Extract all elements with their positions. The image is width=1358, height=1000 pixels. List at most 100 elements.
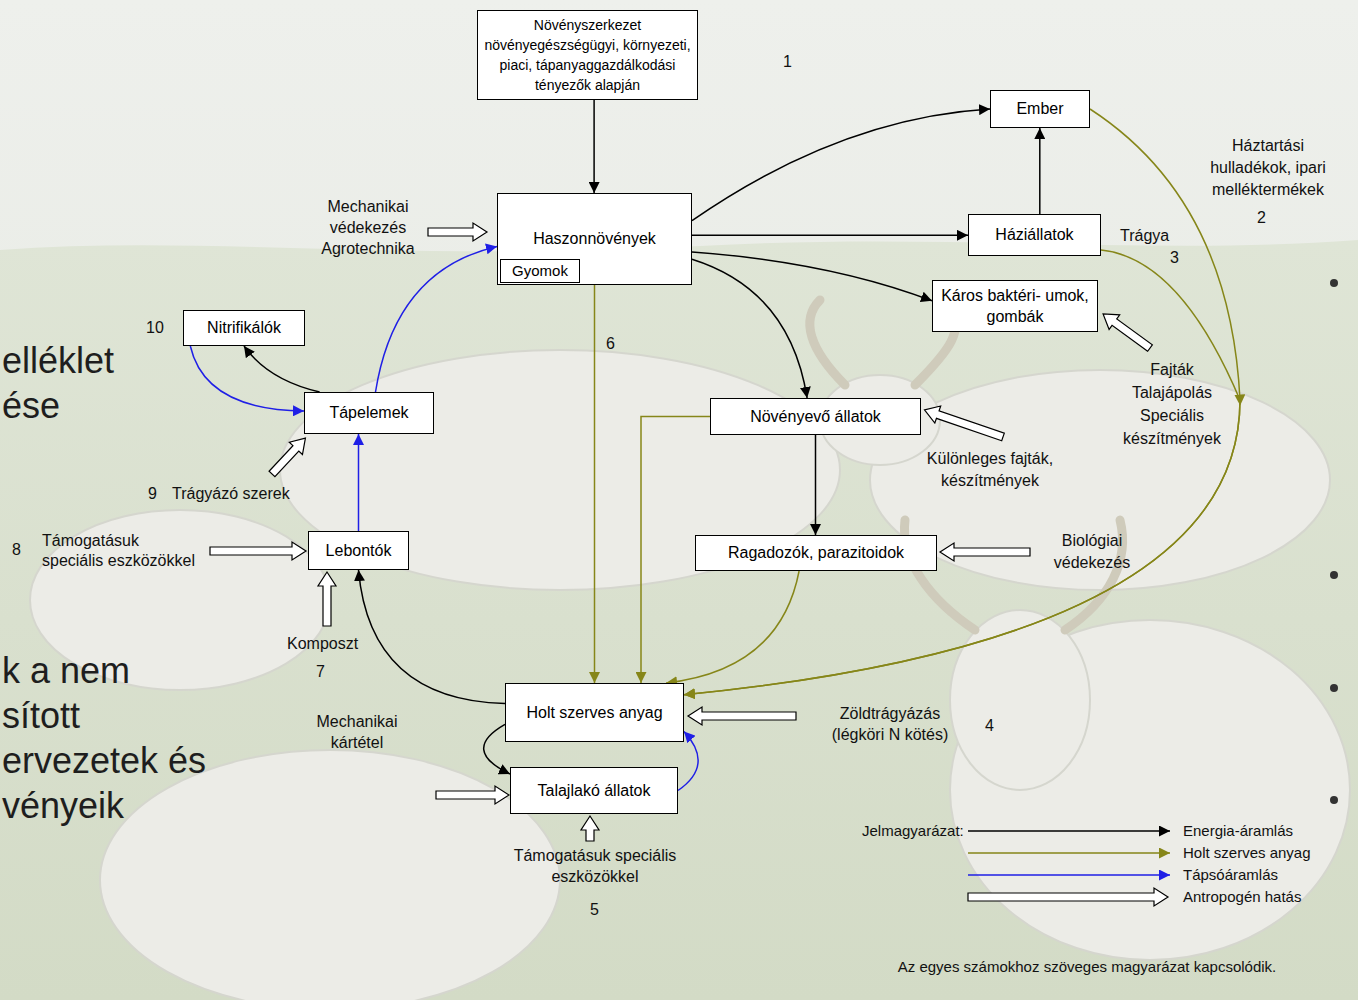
process-box: Talajlakó állatok	[510, 767, 678, 814]
annotation-label: Mechanikai védekezés Agrotechnika	[308, 196, 428, 259]
legend-hollow-arrow	[968, 888, 1168, 906]
legend-line	[968, 852, 1170, 854]
hollow-arrow	[318, 572, 336, 626]
hollow-arrow	[1098, 307, 1156, 356]
bullet-dot	[1330, 796, 1338, 804]
cow-body	[870, 370, 1330, 590]
node-text: Káros baktéri- umok, gombák	[941, 285, 1089, 327]
flow-arrow	[692, 259, 807, 398]
flow-arrow	[1039, 128, 1041, 214]
hollow-arrow	[922, 401, 1006, 445]
flow-arrow	[593, 100, 595, 193]
node-text: Háziállatok	[995, 225, 1073, 245]
inner-box: Gyomok	[500, 259, 580, 283]
hollow-arrow	[436, 786, 509, 804]
process-box: Nitrifikálók	[183, 310, 305, 346]
slide-text: k a nem	[2, 648, 130, 693]
node-text: Növényevő állatok	[750, 407, 881, 427]
cattle	[30, 350, 1350, 1000]
flow-arrow	[692, 235, 968, 237]
slide-text: ervezetek és	[2, 738, 206, 783]
hollow-arrow	[940, 543, 1030, 561]
horns	[810, 300, 1123, 630]
flow-arrow	[358, 434, 360, 531]
flow-arrow	[594, 285, 596, 683]
node-text: Gyomok	[512, 261, 568, 281]
node-text: Tápelemek	[329, 403, 408, 423]
annotation-label: Támogatásuk speciális eszközökkel	[485, 845, 705, 887]
hollow-arrow	[581, 816, 599, 841]
annotation-label: Biológiai védekezés	[1042, 530, 1142, 574]
callout-number: 7	[316, 662, 325, 682]
legend-title: Jelmagyarázat:	[862, 822, 964, 841]
callout-number: 2	[1257, 208, 1266, 228]
callout-number: 3	[1170, 248, 1179, 268]
callout-number: 4	[985, 716, 994, 736]
hollow-arrow	[265, 432, 312, 480]
callout-number: 8	[12, 540, 21, 560]
bullet-dot	[1330, 684, 1338, 692]
bullet-dot	[1330, 571, 1338, 579]
annotation-label: Zöldtrágyázás (légköri N kötés)	[815, 703, 965, 745]
callout-number: 5	[590, 900, 599, 920]
process-box: Lebontók	[308, 531, 409, 570]
annotation-label: Háztartási hulladékok, ipari melléktermé…	[1193, 135, 1343, 201]
legend-text: Tápsóáramlás	[1183, 866, 1278, 884]
annotation-label: Fajták Talajápolás Speciális készítménye…	[1114, 358, 1230, 450]
node-text: Holt szerves anyag	[526, 703, 662, 723]
slide-text: sított	[2, 693, 80, 738]
slide-text: ése	[2, 383, 60, 428]
flow-arrow	[190, 346, 304, 411]
annotation-label: Trágyázó szerek	[172, 484, 290, 504]
process-box: Holt szerves anyag	[505, 683, 684, 742]
node-text: Nitrifikálók	[207, 318, 281, 338]
callout-number: 1	[783, 52, 792, 72]
flow-arrow	[684, 109, 1240, 695]
legend-text: Energia-áramlás	[1183, 822, 1293, 840]
annotation-label: Különleges fajták, készítmények	[915, 448, 1065, 492]
process-box: Háziállatok	[968, 214, 1101, 256]
callout-number: 6	[606, 334, 615, 354]
node-text: Ragadozók, parazitoidok	[728, 543, 904, 563]
annotation-label: Támogatásuk speciális eszközökkel	[42, 531, 199, 571]
cow-head	[950, 610, 1090, 790]
hollow-arrow	[688, 707, 796, 725]
node-text: Lebontók	[326, 541, 392, 561]
bullets	[1330, 279, 1338, 804]
factor-box: Növényszerkezet növényegészségügyi, körn…	[477, 10, 698, 100]
callout-number: 9	[148, 484, 157, 504]
process-box: Ragadozók, parazitoidok	[695, 535, 937, 571]
legend-line	[968, 830, 1170, 832]
hollow-arrow	[210, 542, 306, 560]
process-box: Ember	[990, 90, 1090, 128]
flow-arrow	[692, 109, 990, 221]
flow-arrow	[666, 571, 799, 683]
horn	[810, 300, 845, 385]
node-text: Haszonnövények	[533, 229, 656, 249]
caption: Az egyes számokhoz szöveges magyarázat k…	[807, 958, 1358, 975]
cow-body	[100, 750, 560, 1000]
process-box: Káros baktéri- umok, gombák	[932, 280, 1098, 332]
flow-arrow	[376, 246, 498, 392]
process-box: Tápelemek	[304, 392, 434, 434]
process-box: HaszonnövényekGyomok	[497, 193, 692, 285]
legend-text: Antropogén hatás	[1183, 888, 1301, 906]
anthropogenic-arrows	[210, 223, 1155, 841]
flow-arrow	[684, 250, 1240, 695]
legend-text: Holt szerves anyag	[1183, 844, 1311, 862]
flow-arrow	[815, 435, 817, 535]
slide-text: elléklet	[2, 338, 114, 383]
annotation-label: Mechanikai kártétel	[307, 711, 407, 753]
slide-text: vényeik	[2, 783, 124, 828]
flow-arrow	[244, 346, 320, 392]
annotation-label: Komposzt	[287, 634, 358, 654]
annotation-label: Trágya	[1120, 226, 1169, 246]
callout-number: 10	[146, 318, 164, 338]
flow-arrow	[359, 570, 506, 704]
process-box: Növényevő állatok	[710, 398, 921, 435]
flow-arrow	[692, 252, 932, 301]
node-text: Ember	[1016, 99, 1063, 119]
bullet-dot	[1330, 279, 1338, 287]
hollow-arrow	[428, 223, 487, 241]
